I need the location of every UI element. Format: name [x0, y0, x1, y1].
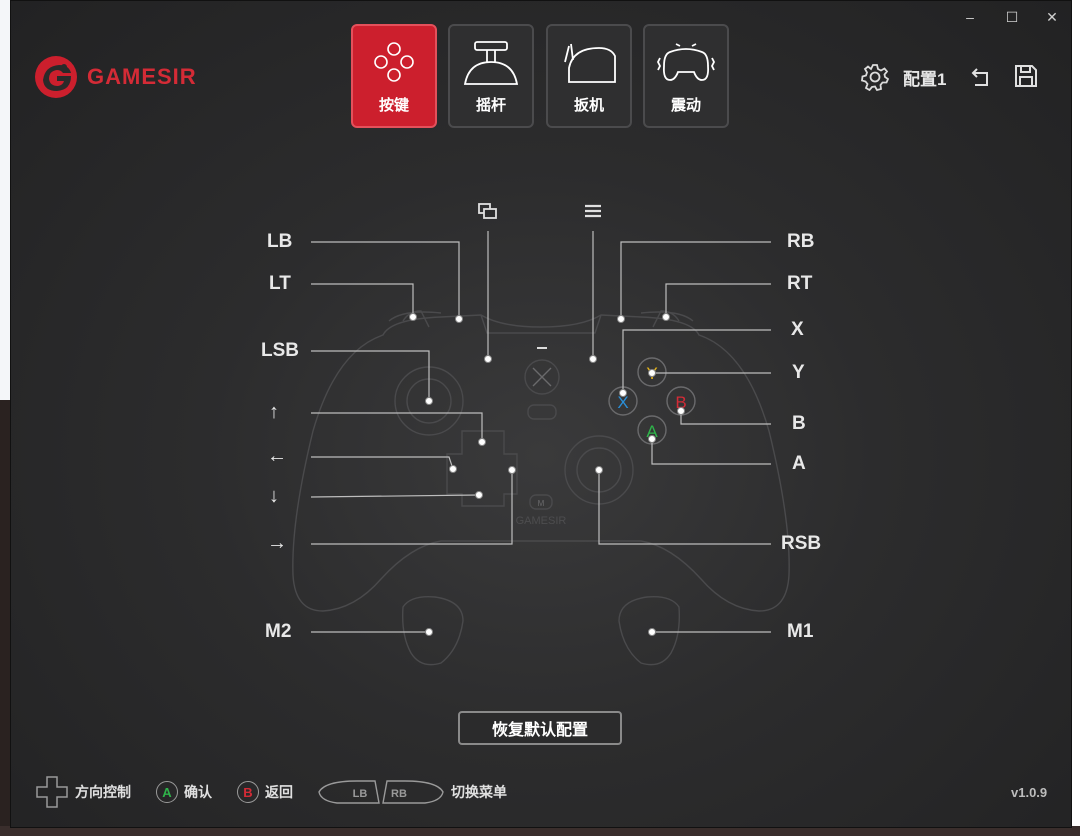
b-button-icon: B: [237, 781, 259, 803]
tab-vibration-label: 震动: [670, 97, 701, 114]
joystick-icon: [463, 41, 519, 85]
trigger-icon: [564, 43, 616, 83]
brand-name: GAMESIR: [87, 64, 197, 89]
tab-keys-label: 按键: [378, 97, 409, 114]
gear-icon[interactable]: [861, 63, 889, 91]
label-a[interactable]: A: [792, 453, 806, 474]
background-desktop-right: [1072, 0, 1080, 836]
gamepad-buttons-icon: [374, 42, 414, 82]
tab-keys[interactable]: 按键: [351, 24, 437, 128]
face-button-x: X: [617, 393, 628, 412]
reset-default-button[interactable]: 恢复默认配置: [458, 711, 622, 745]
tab-vibration[interactable]: 震动: [643, 24, 729, 128]
controller-diagram: X Y B A M GAMESIR: [292, 203, 790, 666]
hint-lb-label: LB: [353, 788, 368, 800]
bumper-icons: LB RB: [318, 780, 444, 804]
minimize-button[interactable]: –: [966, 9, 974, 25]
leader-dots: [409, 313, 685, 636]
label-x[interactable]: X: [791, 319, 804, 340]
gamesir-logo: GAMESIR: [33, 51, 233, 103]
save-icon[interactable]: [1013, 63, 1039, 89]
tab-stick-label: 摇杆: [475, 97, 506, 114]
background-desktop-bottom: [0, 826, 1080, 836]
hint-confirm-text: 确认: [184, 784, 212, 800]
label-lt[interactable]: LT: [269, 273, 291, 294]
maximize-button[interactable]: ☐: [1005, 8, 1019, 25]
vibration-icon: [656, 43, 716, 81]
background-desktop-left-lower: [0, 400, 10, 836]
hint-switch-menu-text: 切换菜单: [451, 784, 507, 800]
gamesir-logo-icon: [35, 56, 77, 98]
label-rb[interactable]: RB: [787, 231, 815, 252]
undo-icon[interactable]: [969, 65, 993, 89]
label-rt[interactable]: RT: [787, 273, 813, 294]
tab-trigger[interactable]: 扳机: [546, 24, 632, 128]
hint-rb-label: RB: [391, 788, 407, 800]
hint-switch-menu: LB RB 切换菜单: [317, 779, 507, 805]
controller-outline: [292, 310, 790, 666]
hint-confirm: A 确认: [156, 779, 212, 805]
hint-back-text: 返回: [265, 784, 293, 800]
m-button-label: M: [538, 499, 545, 508]
gamesir-app-window: – ☐ ✕ GAMESIR 按键 摇杆: [10, 0, 1072, 828]
label-dpad-right[interactable]: →: [267, 532, 287, 554]
hint-direction: 方向控制: [35, 776, 131, 808]
profile-selector[interactable]: 配置1: [903, 70, 947, 89]
a-button-icon: A: [156, 781, 178, 803]
face-button-b: B: [675, 393, 686, 412]
hint-direction-text: 方向控制: [75, 784, 131, 800]
label-m2[interactable]: M2: [265, 621, 292, 642]
label-dpad-up[interactable]: ↑: [269, 401, 279, 423]
label-b[interactable]: B: [792, 413, 806, 434]
face-button-a: A: [646, 422, 658, 441]
controller-brand-text: GAMESIR: [516, 515, 567, 527]
label-dpad-down[interactable]: ↓: [269, 485, 279, 507]
leader-lines: [310, 231, 771, 633]
label-lb[interactable]: LB: [267, 231, 293, 252]
tab-stick[interactable]: 摇杆: [448, 24, 534, 128]
controller-face-buttons: X Y B A M GAMESIR: [516, 347, 696, 527]
label-dpad-left[interactable]: ←: [267, 445, 287, 467]
dpad-icon: [36, 776, 68, 808]
label-rsb[interactable]: RSB: [781, 533, 822, 554]
view-icon: [478, 203, 497, 219]
version-label: v1.0.9: [1011, 785, 1048, 800]
label-y[interactable]: Y: [792, 362, 805, 383]
face-button-y: Y: [646, 364, 657, 383]
label-lsb[interactable]: LSB: [261, 340, 299, 361]
tab-trigger-label: 扳机: [573, 97, 604, 114]
menu-icon: [585, 204, 601, 218]
label-m1[interactable]: M1: [787, 621, 814, 642]
close-button[interactable]: ✕: [1046, 8, 1058, 25]
hint-back: B 返回: [237, 779, 293, 805]
